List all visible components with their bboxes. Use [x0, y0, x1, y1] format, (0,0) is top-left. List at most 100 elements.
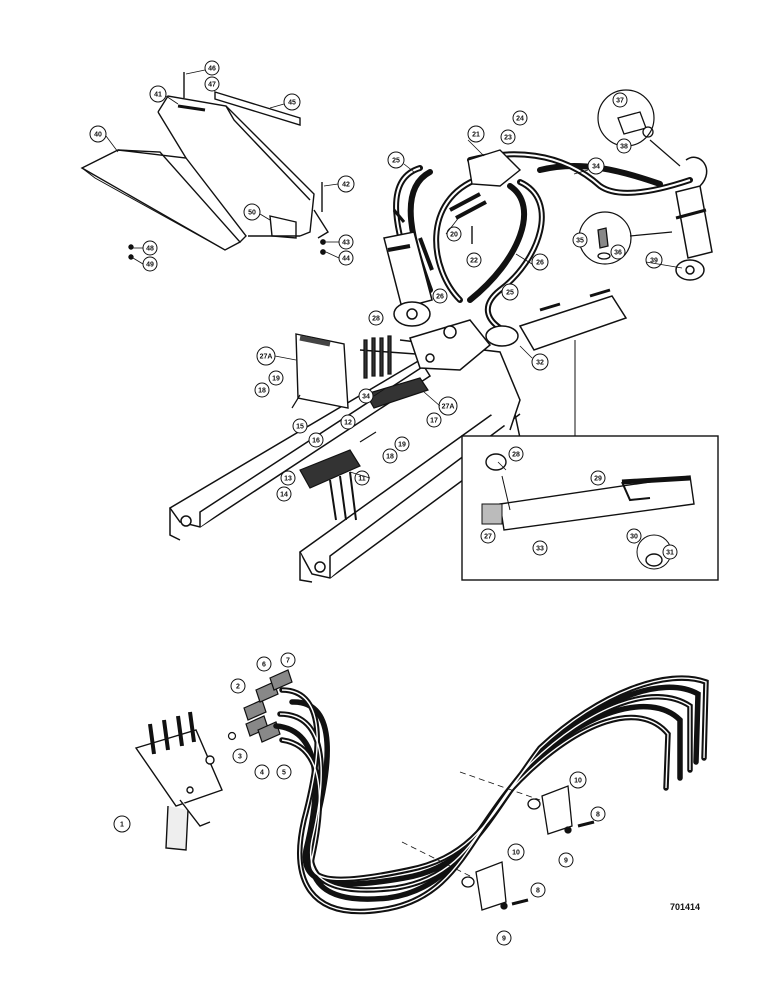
svg-text:34: 34: [592, 164, 600, 171]
svg-text:7: 7: [286, 658, 290, 665]
svg-text:9: 9: [502, 936, 506, 943]
callout-46: 46: [204, 60, 220, 76]
svg-text:25: 25: [506, 290, 514, 297]
svg-text:2: 2: [236, 684, 240, 691]
control-valve-1: [134, 711, 223, 851]
leader-lines: [105, 69, 683, 479]
callout-4: 4: [254, 764, 270, 780]
callout-5: 5: [276, 764, 292, 780]
svg-text:34: 34: [362, 394, 370, 401]
callout-22: 22: [466, 252, 482, 268]
svg-text:40: 40: [94, 132, 102, 139]
svg-text:47: 47: [208, 82, 216, 89]
hose-guide-lines: [401, 771, 541, 877]
callout-25a: 25: [387, 151, 405, 169]
svg-text:35: 35: [576, 238, 584, 245]
callout-40: 40: [89, 125, 107, 143]
svg-text:18: 18: [386, 454, 394, 461]
callout-28a: 28: [368, 310, 384, 326]
svg-text:5: 5: [282, 770, 286, 777]
callout-35: 35: [572, 232, 588, 248]
svg-text:27A: 27A: [442, 404, 455, 411]
callout-15: 15: [292, 418, 308, 434]
callout-34a: 34: [587, 157, 605, 175]
callout-27A-a: 27A: [256, 346, 276, 366]
callout-11: 11: [354, 470, 370, 486]
svg-text:42: 42: [342, 182, 350, 189]
callout-50: 50: [243, 203, 261, 221]
svg-text:49: 49: [146, 262, 154, 269]
svg-text:6: 6: [262, 662, 266, 669]
guard-assembly: [80, 72, 329, 260]
hose-bundle-lower-highlight: [279, 677, 707, 913]
svg-text:13: 13: [284, 476, 292, 483]
callout-21: 21: [467, 125, 485, 143]
callout-18b: 18: [382, 448, 398, 464]
callout-8a: 8: [590, 806, 606, 822]
svg-text:25: 25: [392, 158, 400, 165]
svg-text:19: 19: [398, 442, 406, 449]
callout-9b: 9: [496, 930, 512, 946]
cylinder-39: [675, 156, 713, 281]
svg-text:27: 27: [484, 534, 492, 541]
svg-text:45: 45: [288, 100, 296, 107]
callout-17: 17: [426, 412, 442, 428]
svg-text:16: 16: [312, 438, 320, 445]
svg-text:21: 21: [472, 132, 480, 139]
svg-text:28: 28: [512, 452, 520, 459]
svg-text:31: 31: [666, 550, 674, 557]
svg-text:12: 12: [344, 420, 352, 427]
svg-text:33: 33: [536, 546, 544, 553]
callout-6: 6: [256, 656, 272, 672]
callout-48: 48: [142, 240, 158, 256]
callout-10a: 10: [569, 771, 587, 789]
callout-38: 38: [616, 138, 632, 154]
svg-text:48: 48: [146, 246, 154, 253]
callout-43: 43: [338, 234, 354, 250]
svg-text:18: 18: [258, 388, 266, 395]
svg-text:22: 22: [470, 258, 478, 265]
svg-text:9: 9: [564, 858, 568, 865]
svg-text:24: 24: [516, 116, 524, 123]
callout-31: 31: [662, 544, 678, 560]
callout-1: 1: [113, 815, 131, 833]
callout-34b: 34: [358, 388, 374, 404]
svg-text:38: 38: [620, 144, 628, 151]
svg-text:46: 46: [208, 66, 216, 73]
callout-26a: 26: [531, 253, 549, 271]
tilt-cylinder-32: [485, 288, 628, 440]
svg-text:17: 17: [430, 418, 438, 425]
callout-7: 7: [280, 652, 296, 668]
callout-44: 44: [338, 250, 354, 266]
svg-text:8: 8: [596, 812, 600, 819]
callout-3: 3: [232, 748, 248, 764]
callout-47: 47: [204, 76, 220, 92]
svg-text:37: 37: [616, 98, 624, 105]
reference-callouts: 46 47 4 1 45 40 42 50 43 44 48 49 24 2 3 2…: [89, 60, 678, 946]
svg-text:43: 43: [342, 240, 350, 247]
control-valves: [291, 335, 429, 521]
callout-24: 24: [512, 110, 528, 126]
svg-text:3: 3: [238, 754, 242, 761]
callout-14: 14: [276, 486, 292, 502]
svg-text:30: 30: [630, 534, 638, 541]
svg-text:39: 39: [650, 258, 658, 265]
svg-text:36: 36: [614, 250, 622, 257]
callout-27: 27: [480, 528, 496, 544]
callout-37: 37: [612, 92, 628, 108]
callout-49: 49: [142, 256, 158, 272]
callout-36: 36: [610, 244, 626, 260]
hose-clamp-lower: [461, 861, 529, 911]
callout-2: 2: [230, 678, 246, 694]
hose-clamp-upper: [527, 785, 595, 835]
svg-text:20: 20: [450, 232, 458, 239]
svg-text:26: 26: [536, 260, 544, 267]
callout-20: 20: [446, 226, 462, 242]
callout-28b: 28: [508, 446, 524, 462]
svg-text:28: 28: [372, 316, 380, 323]
callout-19b: 19: [394, 436, 410, 452]
svg-text:44: 44: [342, 256, 350, 263]
callout-39: 39: [645, 251, 663, 269]
svg-text:32: 32: [536, 360, 544, 367]
